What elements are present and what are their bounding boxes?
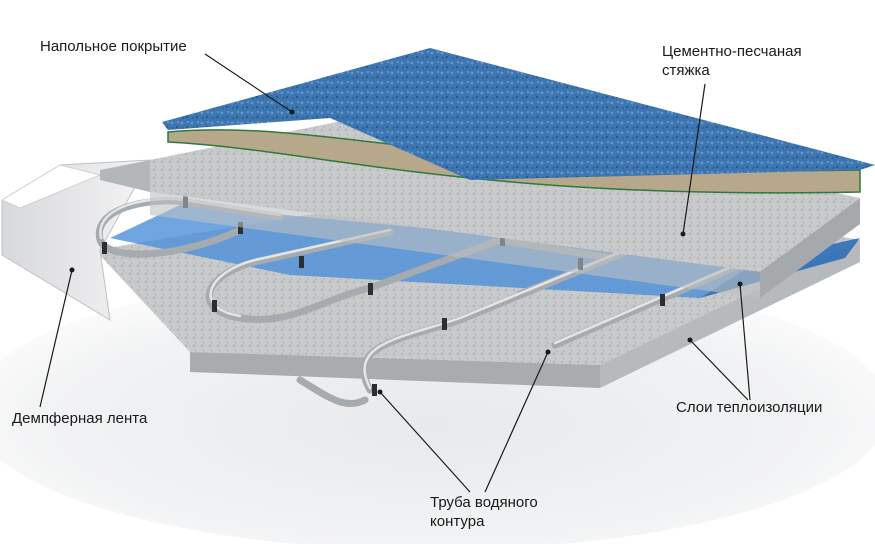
label-insulation-layers: Слои теплоизоляции	[676, 399, 823, 416]
label-pipe-line2: контура	[430, 513, 485, 530]
label-pipe-line1: Труба водяного	[430, 494, 538, 511]
label-floor-covering: Напольное покрытие	[40, 38, 187, 55]
damper-tape	[0, 159, 151, 321]
label-screed-line2: стяжка	[662, 62, 710, 79]
label-cement-sand-screed: Цементно-песчаная стяжка	[662, 42, 802, 80]
leader-lines	[39, 53, 751, 493]
label-water-pipe: Труба водяного контура	[430, 493, 538, 531]
label-screed-line1: Цементно-песчаная	[662, 43, 802, 60]
label-damper-tape: Демпферная лента	[12, 410, 148, 427]
floor-covering	[162, 48, 875, 180]
leader-dots	[69, 109, 743, 395]
